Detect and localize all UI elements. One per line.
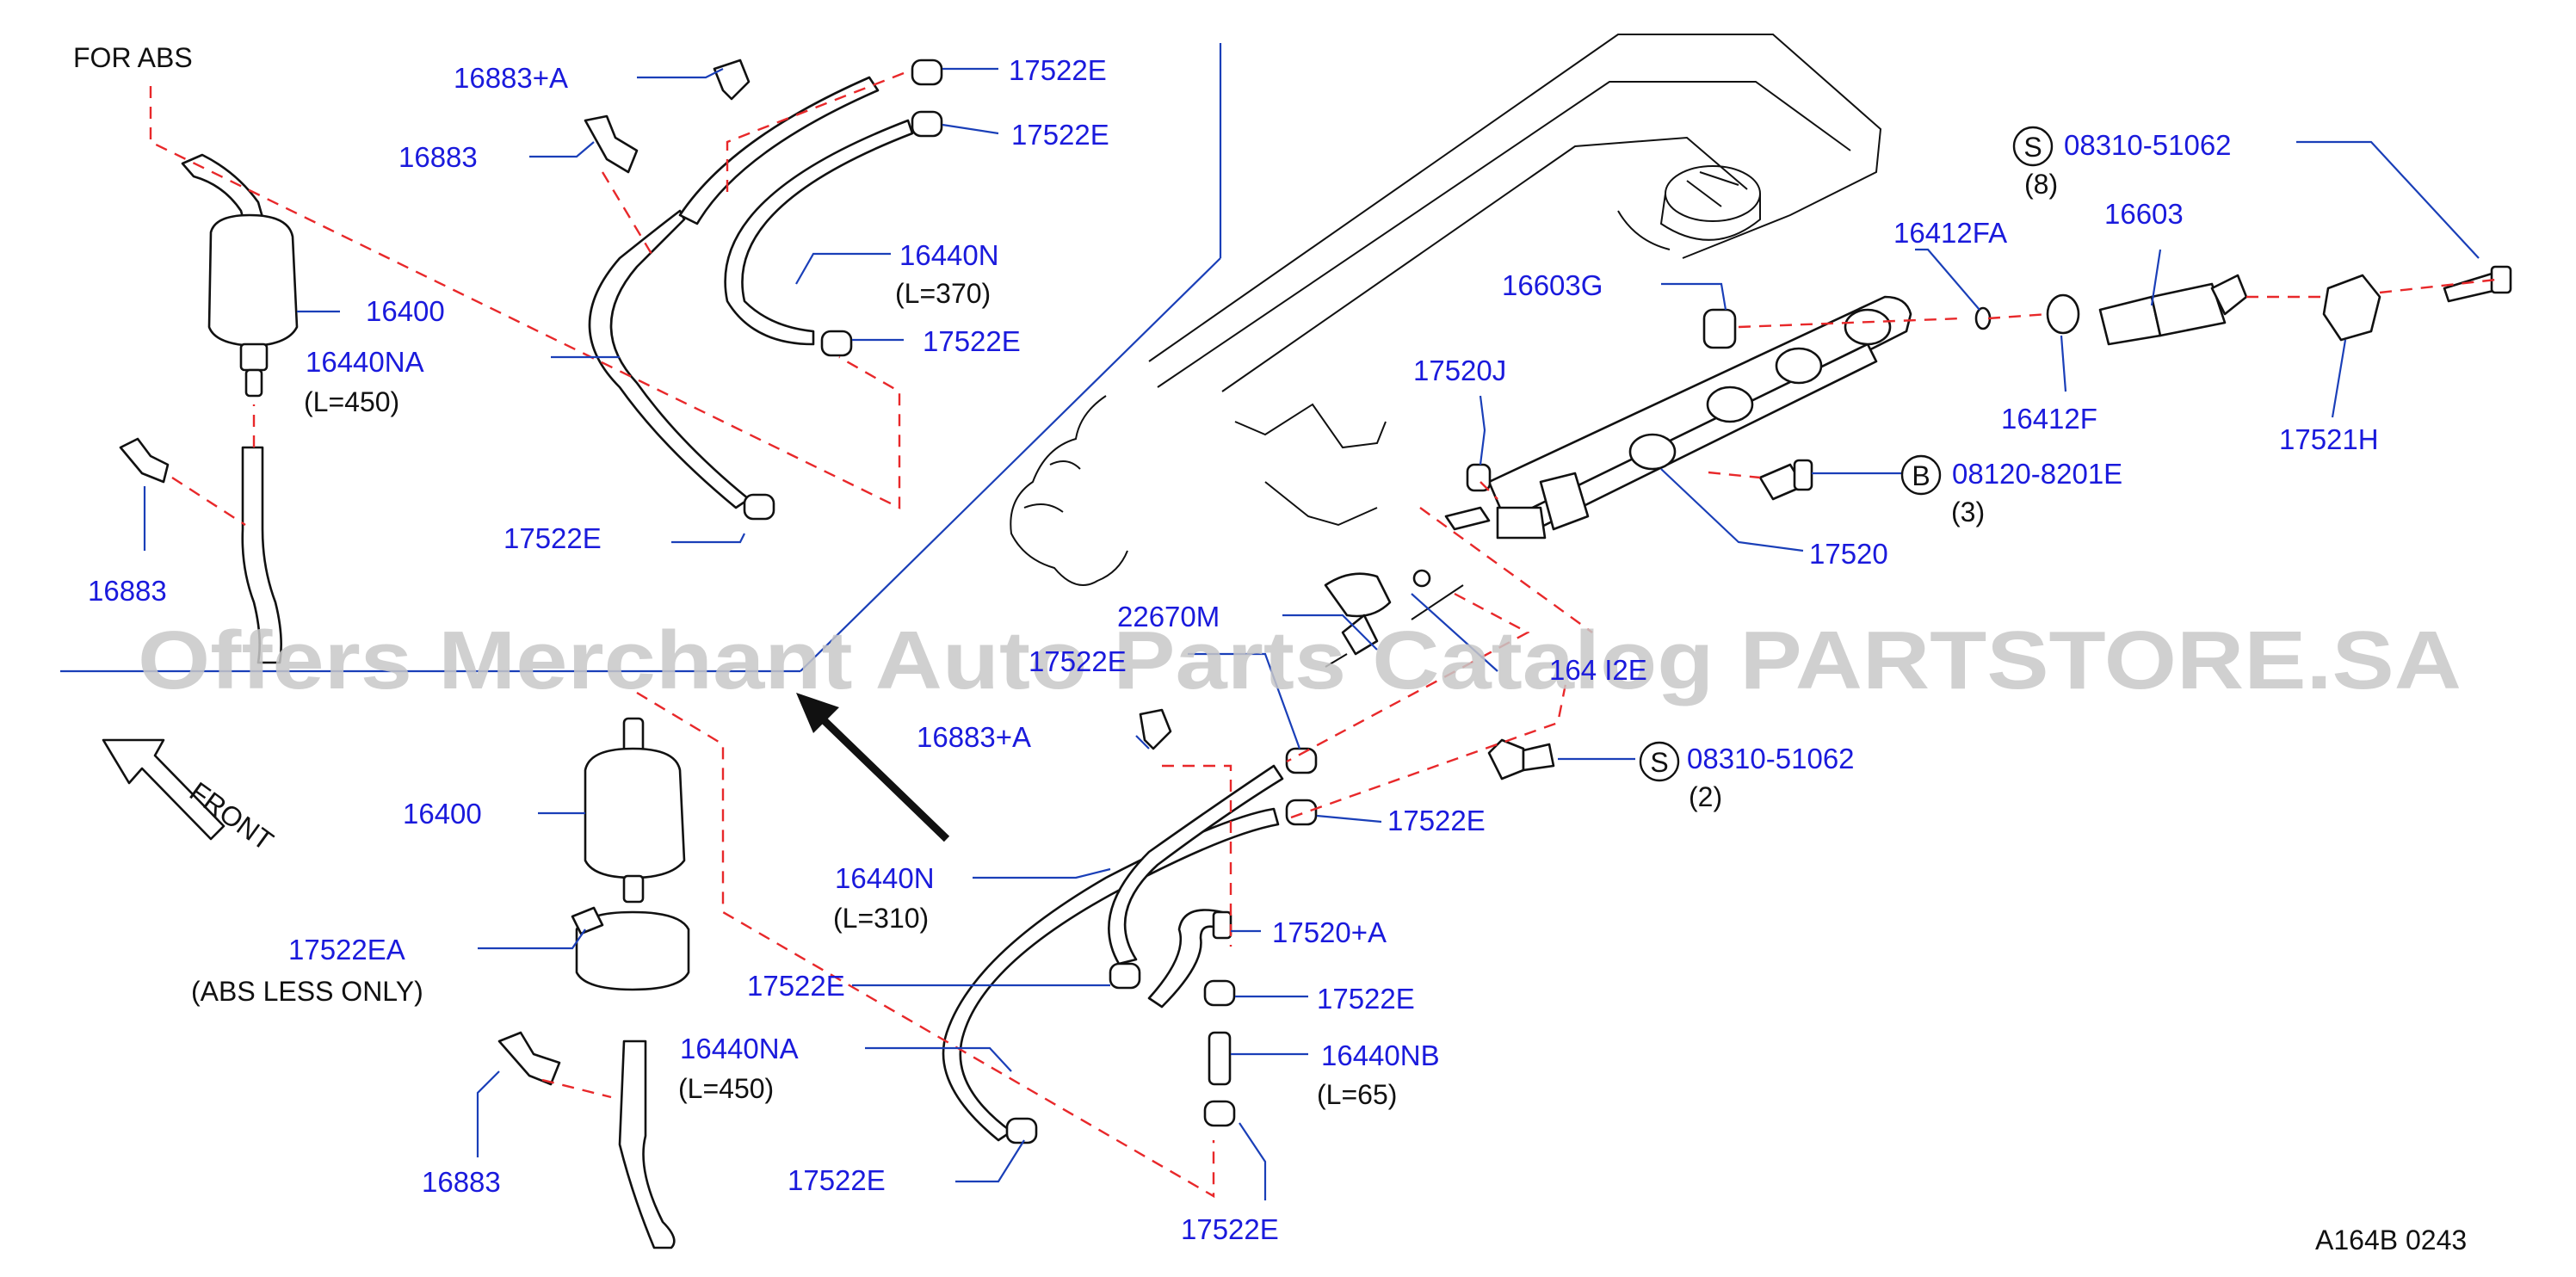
svg-text:S: S — [2023, 132, 2042, 163]
diagram-code: A164B 0243 — [2315, 1225, 2467, 1255]
label-16440n-bottom-length: (L=310) — [833, 903, 929, 934]
label-16440nb-length: (L=65) — [1317, 1079, 1397, 1110]
label-16440na-top: 16440NA — [306, 346, 424, 378]
svg-text:S: S — [1650, 747, 1668, 778]
label-17522e-bottom-left: 17522E — [747, 970, 845, 1002]
label-08120-8201e: 08120-8201E — [1952, 458, 2122, 490]
bottom-fuel-filter — [497, 717, 690, 1249]
label-17522e-bottom-1: 17522E — [788, 1164, 886, 1196]
label-17522e-top-2: 17522E — [1011, 119, 1109, 151]
top-hoses — [584, 59, 943, 521]
bottom-hoses — [942, 708, 1318, 1144]
label-08310-51062-top: 08310-51062 — [2064, 129, 2232, 161]
label-16440na-bottom-length: (L=450) — [678, 1073, 774, 1104]
label-08310-51062-bottom-qty: (2) — [1689, 781, 1722, 812]
svg-text:B: B — [1912, 460, 1930, 491]
label-17521h: 17521H — [2279, 423, 2379, 455]
label-16883-top: 16883 — [398, 141, 478, 173]
abs-less-only-note: (ABS LESS ONLY) — [191, 976, 423, 1007]
label-22670m: 22670M — [1117, 601, 1220, 632]
front-direction-arrow — [102, 738, 225, 841]
label-08310-51062-top-qty: (8) — [2024, 169, 2058, 200]
symbol-b: B — [1900, 454, 1942, 496]
label-17522e-top-1: 17522E — [1009, 54, 1107, 86]
label-17520: 17520 — [1809, 538, 1888, 570]
label-08120-8201e-qty: (3) — [1951, 497, 1985, 527]
label-16603g: 16603G — [1502, 269, 1603, 301]
label-16883-top-left: 16883 — [88, 575, 167, 607]
label-16883-bottom: 16883 — [422, 1166, 501, 1198]
label-16400-bottom: 16400 — [403, 798, 482, 830]
label-17522e-top-4: 17522E — [503, 522, 602, 554]
label-16440na-top-length: (L=450) — [304, 386, 399, 417]
label-16412f: 16412F — [2001, 403, 2097, 435]
pressure-regulator — [1324, 572, 1392, 668]
label-16440n-bottom: 16440N — [835, 862, 935, 894]
label-16440nb: 16440NB — [1321, 1039, 1440, 1071]
leader-lines — [143, 67, 2480, 1200]
for-abs-note: FOR ABS — [73, 42, 193, 73]
label-16603: 16603 — [2104, 198, 2184, 230]
label-17520-plus-a: 17520+A — [1272, 916, 1387, 948]
pointer-arrow — [796, 693, 950, 842]
label-17522e-bottom-2: 17522E — [1181, 1213, 1279, 1245]
section-divider-lines — [60, 43, 1222, 673]
label-17522ea: 17522EA — [288, 934, 405, 965]
label-16412e-partial: 164 I2E — [1549, 654, 1647, 686]
watermark-text: Offers Merchant Auto Parts Catalog PARTS… — [138, 614, 2462, 706]
dashed-connector-lines — [149, 71, 2497, 1199]
fuel-rail-assembly — [1444, 295, 1912, 540]
top-fuel-filter — [119, 153, 299, 664]
right-side-parts — [1412, 265, 2512, 780]
label-17522e-bottom-right: 17522E — [1387, 805, 1486, 836]
label-16883-plus-a-top: 16883+A — [454, 62, 568, 94]
symbol-s-bottom: S — [1639, 741, 1680, 782]
label-17522e-top-3: 17522E — [923, 325, 1021, 357]
label-08310-51062-bottom: 08310-51062 — [1687, 743, 1855, 774]
label-17522e-bottom-small: 17522E — [1317, 983, 1415, 1015]
label-16400-top: 16400 — [366, 295, 445, 327]
label-16412fa: 16412FA — [1893, 217, 2007, 249]
label-16440na-bottom: 16440NA — [680, 1033, 799, 1064]
label-16883-plus-a-bottom: 16883+A — [917, 721, 1031, 753]
label-17520j: 17520J — [1413, 355, 1506, 386]
label-16440n-top: 16440N — [899, 239, 999, 271]
label-16440n-top-length: (L=370) — [895, 278, 991, 309]
label-17522e-mid: 17522E — [1029, 645, 1127, 677]
symbol-s-top: S — [2012, 126, 2054, 167]
